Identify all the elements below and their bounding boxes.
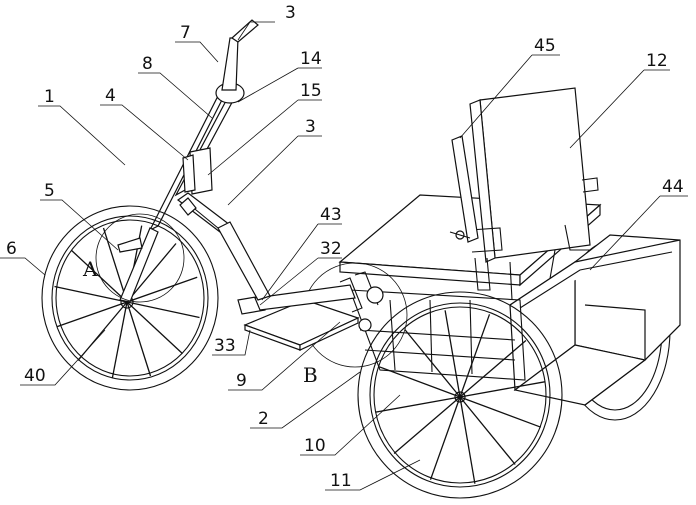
wheel-spoke bbox=[404, 329, 461, 398]
wheel-spoke bbox=[126, 276, 198, 303]
callout-8: 8 bbox=[142, 54, 153, 74]
wheel-spoke bbox=[126, 243, 177, 303]
wheel-spoke bbox=[375, 396, 461, 413]
wheel-spoke bbox=[126, 301, 200, 319]
footrest bbox=[237, 271, 384, 351]
wheel-spoke bbox=[429, 396, 461, 480]
wheel-spoke bbox=[459, 396, 542, 428]
front-fork bbox=[117, 227, 159, 303]
callout-10: 10 bbox=[304, 436, 326, 456]
steering-column bbox=[148, 19, 259, 232]
callout-12: 12 bbox=[646, 51, 668, 71]
front-left-wheel bbox=[41, 205, 219, 391]
callout-2: 2 bbox=[258, 409, 269, 429]
callout-3-top: 3 bbox=[285, 3, 296, 23]
region-letter-b: B bbox=[303, 363, 318, 387]
front-right-wheel bbox=[357, 291, 563, 499]
callout-44: 44 bbox=[662, 177, 684, 197]
leader-lines bbox=[0, 21, 688, 491]
wheel-spoke bbox=[71, 249, 128, 303]
callout-33: 33 bbox=[214, 336, 236, 356]
seat-brackets bbox=[449, 224, 600, 301]
callout-7: 7 bbox=[180, 23, 191, 43]
wheel-spoke bbox=[459, 340, 527, 398]
callout-14: 14 bbox=[300, 49, 322, 69]
callout-5: 5 bbox=[44, 181, 55, 201]
callout-labels: 3 7 8 14 1 4 15 3 45 12 44 43 32 5 6 33 … bbox=[6, 3, 684, 491]
wheel-spoke bbox=[459, 396, 476, 484]
callout-9: 9 bbox=[236, 371, 247, 391]
rear-basket bbox=[509, 234, 681, 406]
wheel-spoke bbox=[126, 301, 152, 377]
wheel-spoke bbox=[56, 301, 128, 328]
wheel-spoke bbox=[111, 301, 128, 379]
wheel-spoke bbox=[54, 285, 128, 303]
callout-4: 4 bbox=[105, 86, 116, 106]
wheel-spoke bbox=[393, 396, 461, 454]
wheel-spoke bbox=[126, 301, 183, 355]
region-letter-a: A bbox=[82, 257, 98, 281]
callout-1: 1 bbox=[44, 87, 55, 107]
wheel-spoke bbox=[459, 314, 491, 398]
wheel-spoke bbox=[459, 396, 516, 465]
callout-40: 40 bbox=[24, 366, 46, 386]
callout-15: 15 bbox=[300, 81, 322, 101]
callout-43: 43 bbox=[320, 205, 342, 225]
wheel-spoke bbox=[459, 381, 545, 398]
wheel-spoke bbox=[378, 366, 461, 398]
callout-6: 6 bbox=[6, 239, 17, 259]
wheel-spoke bbox=[444, 310, 461, 398]
detail-circle-a bbox=[95, 213, 185, 303]
callout-32: 32 bbox=[320, 239, 342, 259]
callout-45: 45 bbox=[534, 36, 556, 56]
handle-bar-45 bbox=[451, 135, 479, 243]
callout-3-mid: 3 bbox=[305, 117, 316, 137]
backrest bbox=[469, 87, 599, 263]
callout-11: 11 bbox=[330, 471, 352, 491]
